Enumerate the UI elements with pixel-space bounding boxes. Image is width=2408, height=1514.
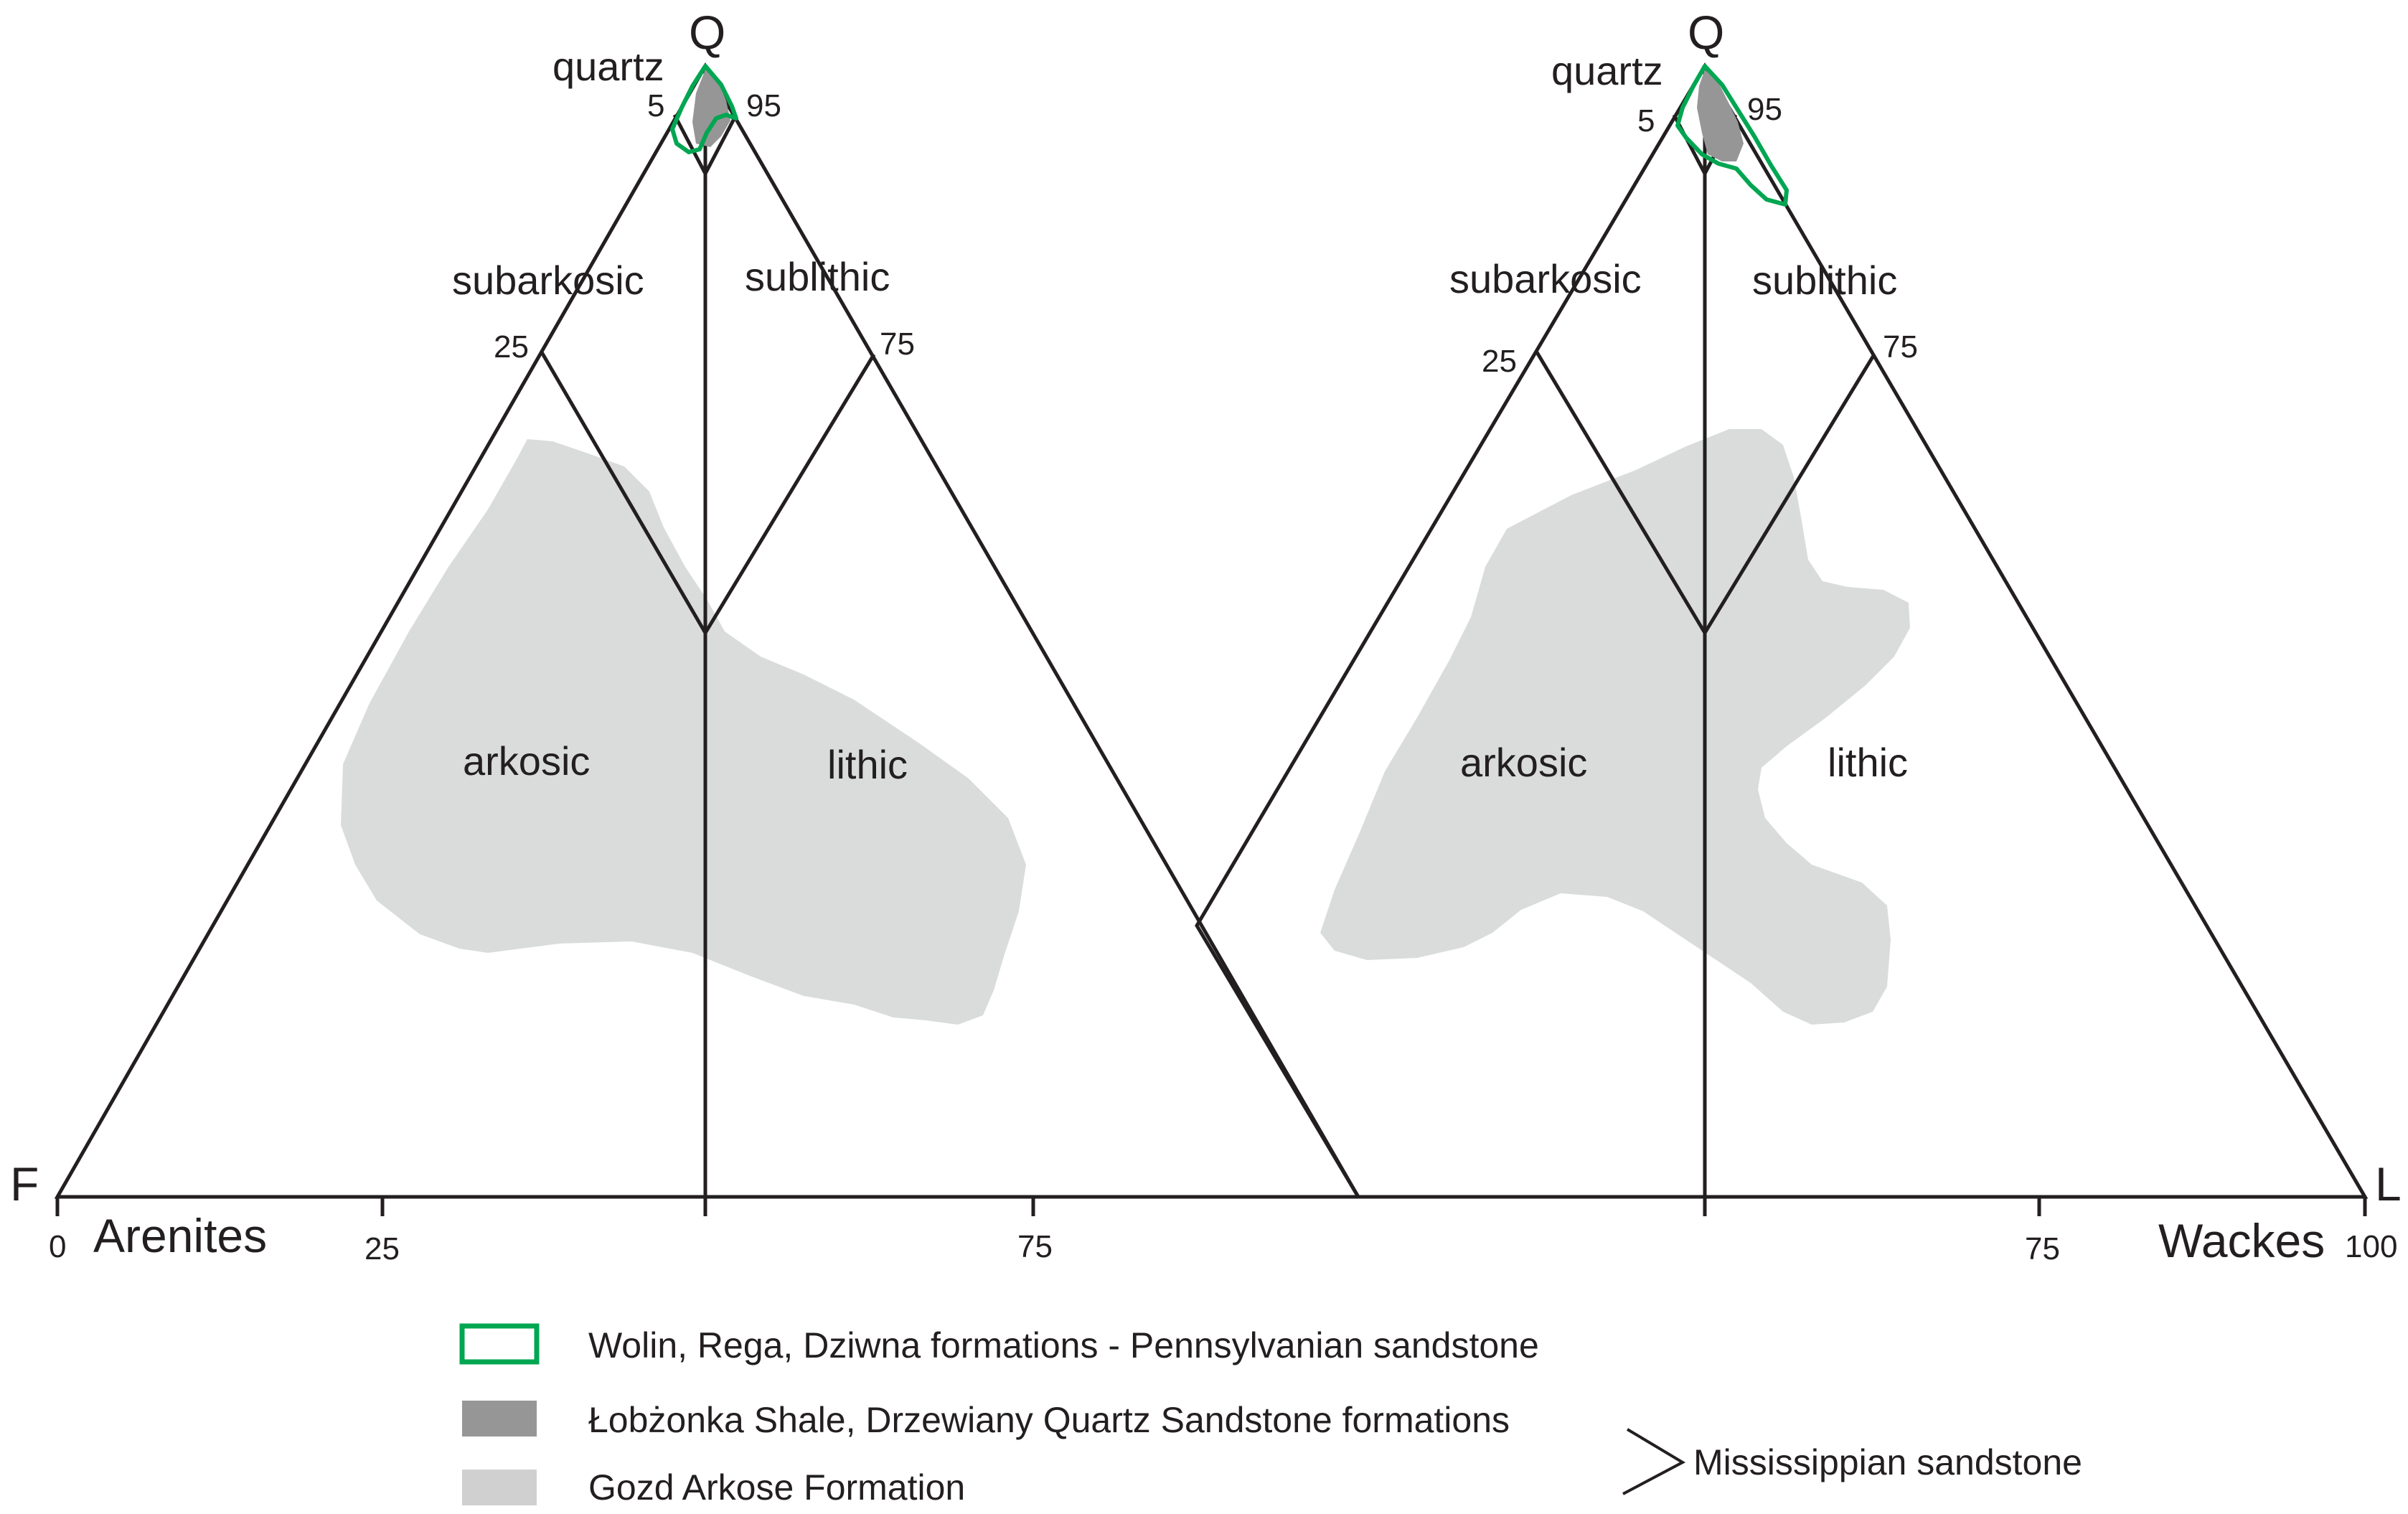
field-label-lithic-arenites: lithic [827, 742, 908, 787]
tick-label-5-wackes: 5 [1637, 103, 1655, 138]
field-label-subarkosic-wackes: subarkosic [1449, 256, 1642, 301]
tick-label-95-wackes: 95 [1747, 92, 1782, 127]
field-label-subarkosic-arenites: subarkosic [452, 258, 644, 303]
legend-swatch-wolin [459, 1323, 540, 1365]
triangle-frame-wackes [1195, 62, 2369, 1199]
base-label-75-wackes: 75 [2025, 1231, 2060, 1266]
base-label-0: 0 [49, 1229, 66, 1264]
field-label-sublithic-wackes: sublithic [1752, 258, 1897, 303]
tick-label-5-arenites: 5 [647, 88, 664, 123]
legend-label-gozd: Gozd Arkose Formation [588, 1467, 965, 1508]
base-label-100: 100 [2345, 1229, 2397, 1264]
legend-label-lobzonka: Łobżonka Shale, Drzewiany Quartz Sandsto… [588, 1400, 1510, 1440]
vertex-label-f: F [10, 1157, 39, 1210]
boundary-quartz-field-arenites [672, 113, 738, 178]
tick-label-75-arenites: 75 [880, 326, 915, 362]
wolin-outline-wackes [1675, 64, 1789, 207]
tick-label-25-wackes: 25 [1482, 344, 1517, 379]
lobzonka-field-wackes [1697, 70, 1744, 161]
vertex-label-l: L [2375, 1157, 2402, 1210]
tick-label-25-arenites: 25 [494, 329, 529, 365]
boundary-subarkosic-arkosic-wackes [1535, 351, 1707, 634]
field-label-lithic-wackes: lithic [1828, 740, 1908, 785]
wackes-diagram: Q L quartz subarkosic sublithic arkosic … [1195, 6, 2402, 1267]
legend: Wolin, Rega, Dziwna formations - Pennsyl… [459, 1323, 2082, 1508]
legend-swatch-gozd [462, 1470, 537, 1505]
legend-group-label: Mississippian sandstone [1693, 1442, 2082, 1482]
gozd-arkose-field-wackes [1320, 429, 1910, 1025]
vertex-label-q-arenites: Q [689, 6, 725, 59]
wolin-outline-arenites [670, 64, 738, 154]
base-label-25-arenites: 25 [365, 1231, 400, 1266]
legend-swatch-lobzonka [462, 1401, 537, 1437]
field-label-arkosic-wackes: arkosic [1460, 740, 1587, 785]
legend-group-bracket [1622, 1428, 1686, 1495]
vertex-label-q-wackes: Q [1688, 6, 1724, 59]
tick-label-95-arenites: 95 [746, 88, 781, 123]
boundary-sublithic-lithic-arenites [703, 353, 876, 634]
type-label-wackes: Wackes [2158, 1214, 2325, 1267]
field-label-sublithic-arenites: sublithic [745, 254, 890, 299]
field-label-arkosic-arenites: arkosic [463, 738, 590, 784]
field-label-quartz-wackes: quartz [1551, 48, 1663, 93]
boundary-subarkosic-arkosic-arenites [540, 351, 707, 634]
arenites-diagram: Q F quartz subarkosic sublithic arkosic … [10, 6, 1362, 1266]
type-label-arenites: Arenites [93, 1209, 267, 1262]
field-label-quartz-arenites: quartz [552, 44, 664, 89]
boundary-sublithic-lithic-wackes [1703, 353, 1876, 634]
legend-label-wolin: Wolin, Rega, Dziwna formations - Pennsyl… [588, 1325, 1539, 1365]
tick-label-75-wackes: 75 [1883, 329, 1918, 365]
gozd-arkose-field-arenites [341, 439, 1026, 1025]
triangle-frame-arenites [54, 62, 1362, 1199]
base-label-75-arenites: 75 [1017, 1229, 1053, 1264]
